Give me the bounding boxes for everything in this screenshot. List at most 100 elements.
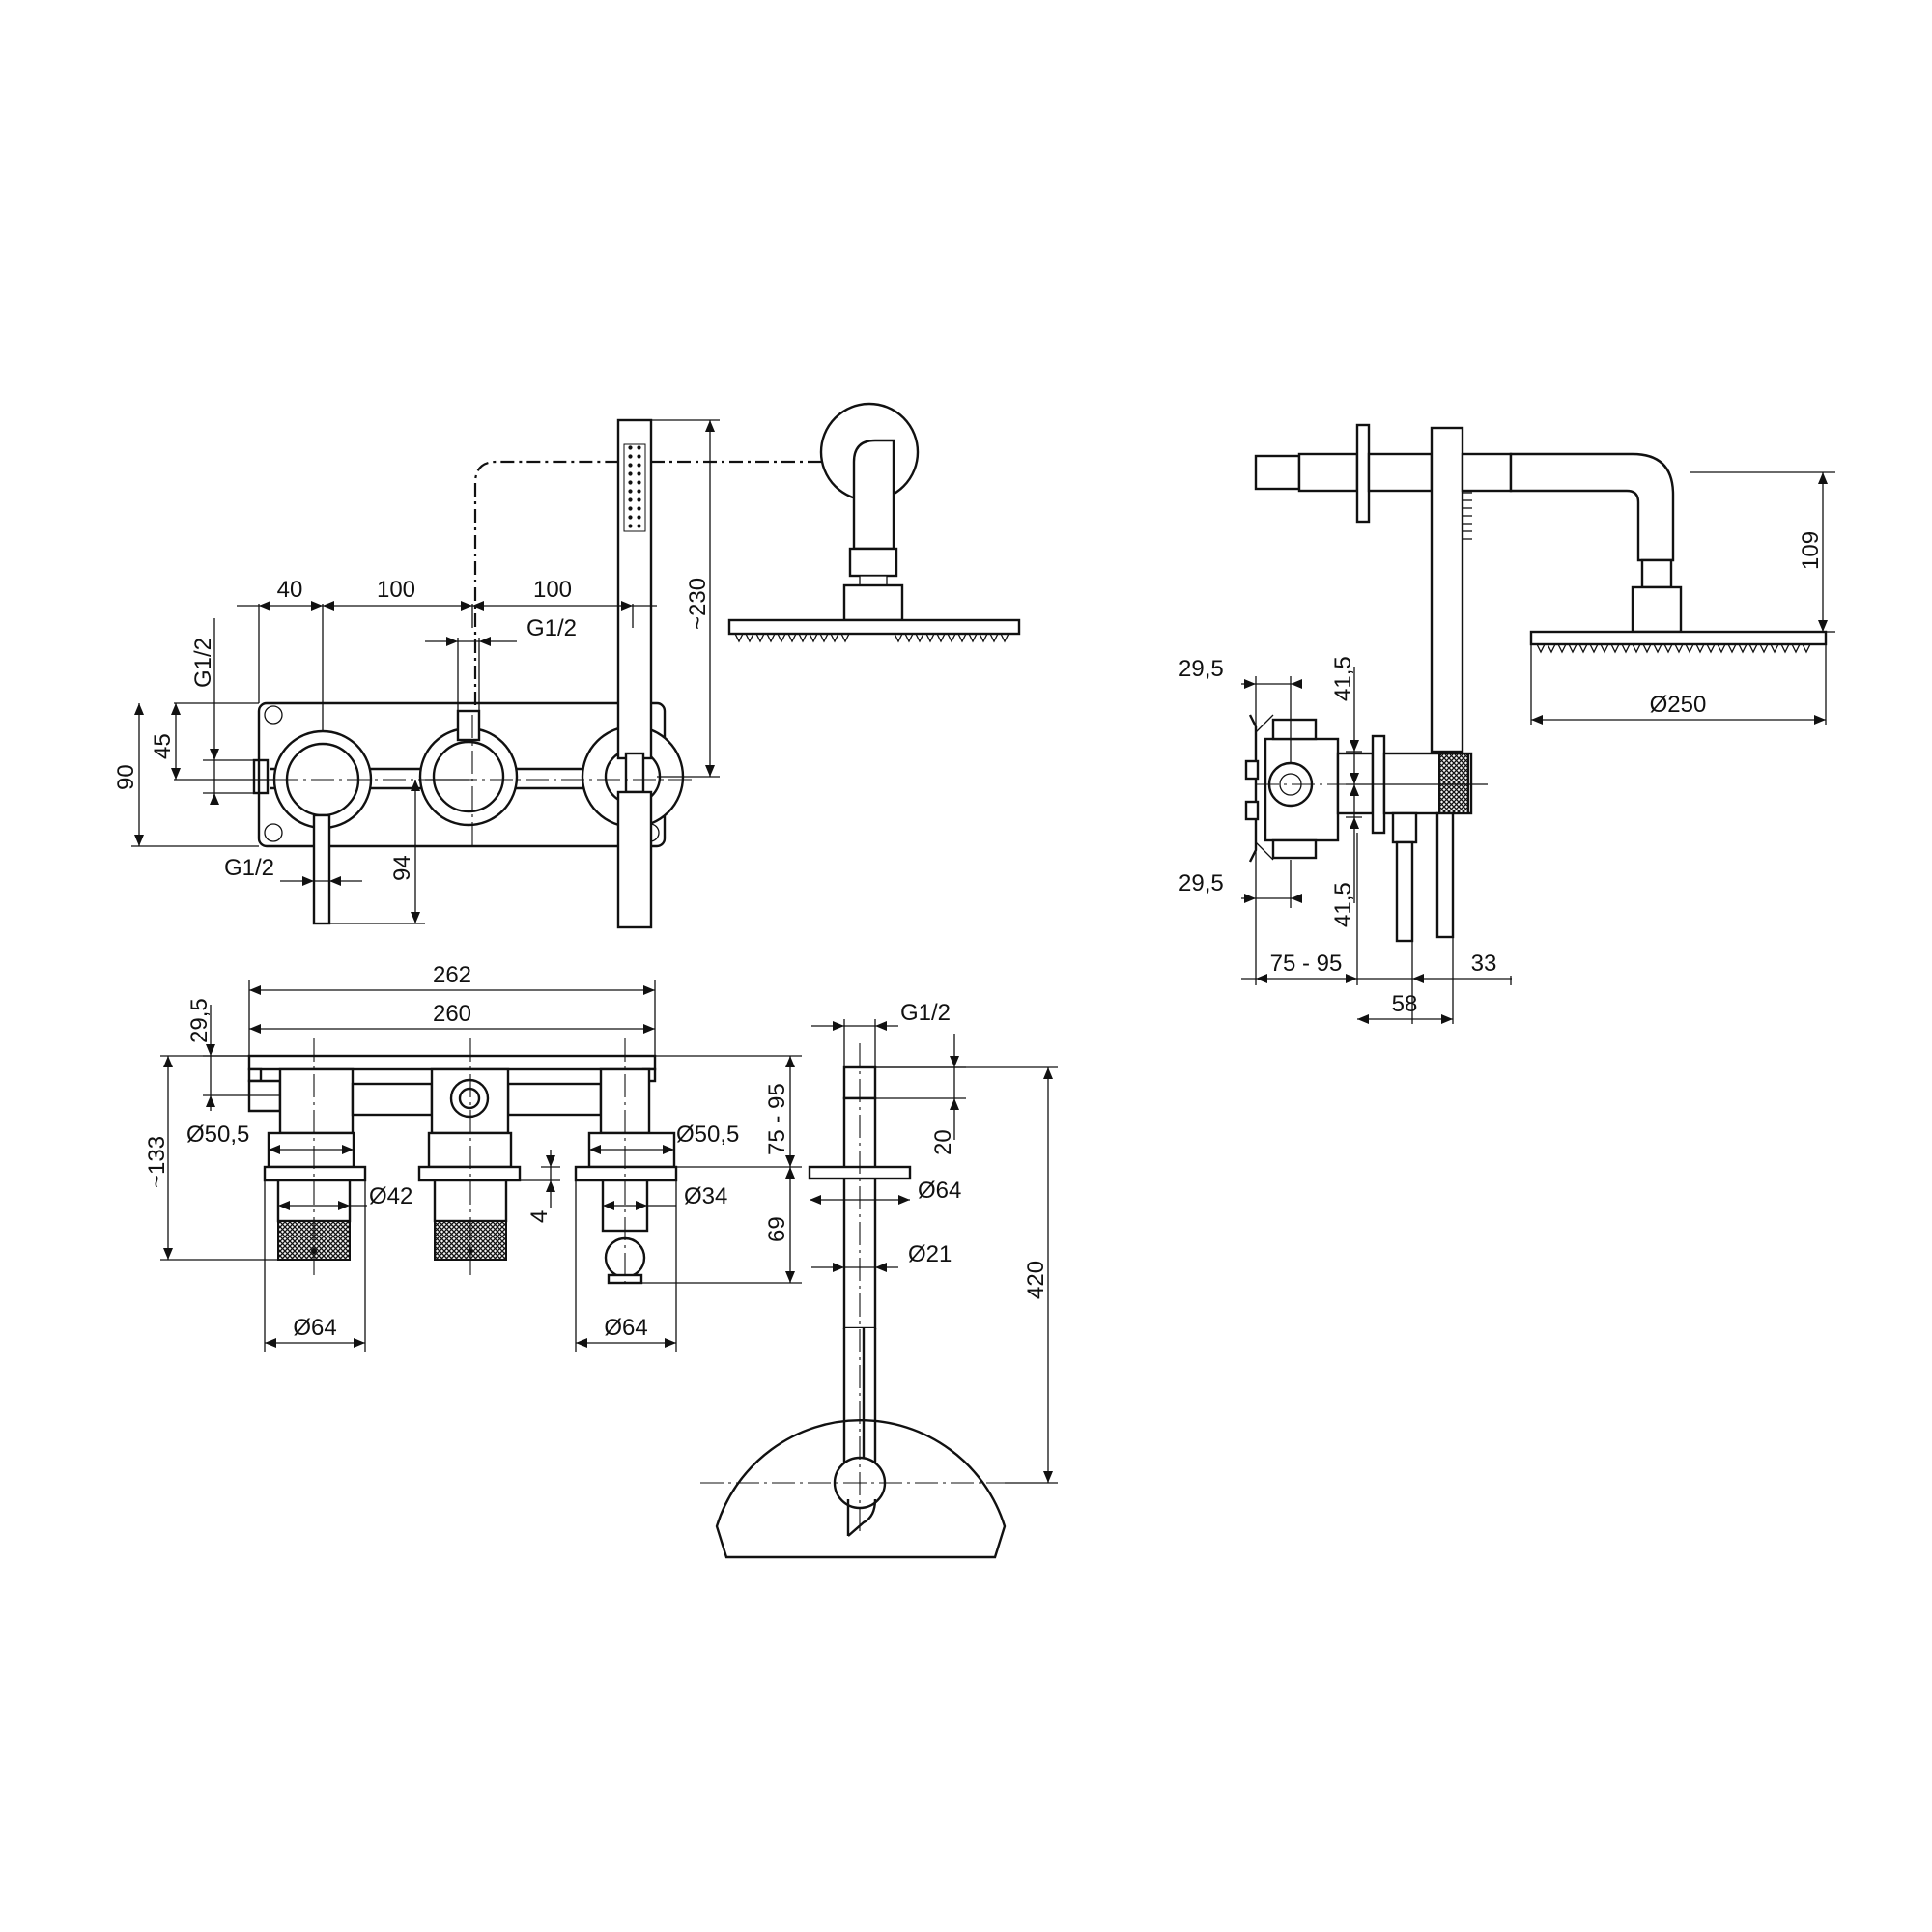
- nozzle-tooth: [1770, 643, 1779, 654]
- nozzle-tooth: [915, 633, 924, 643]
- nozzle-tooth: [1706, 643, 1716, 654]
- dim-69: 69: [764, 1216, 790, 1242]
- nozzle-tooth: [1600, 643, 1609, 654]
- thread-bottom: G1/2: [224, 855, 274, 881]
- nozzle-tooth: [1717, 643, 1726, 654]
- dim-250: Ø250: [1650, 692, 1707, 718]
- side-view: [1244, 423, 1828, 943]
- thread-top-left: G1/2: [190, 638, 216, 688]
- side-mounting-bracket: [1248, 714, 1258, 863]
- top-rosette-right: [574, 1165, 678, 1182]
- front-view-dimensions: 40 100 100 G1/2 G1/2 45 90: [113, 419, 720, 924]
- nozzle-tooth: [809, 633, 818, 643]
- nozzle-tooth: [1610, 643, 1620, 654]
- nozzle-tooth: [1674, 643, 1684, 654]
- front-view: [252, 402, 1021, 929]
- nozzle-tooth: [894, 633, 903, 643]
- side-wall-fixing: [1254, 454, 1301, 491]
- side-hand-shower[interactable]: [1430, 426, 1464, 753]
- nozzle-tooth: [819, 633, 829, 643]
- nozzle-tooth: [989, 633, 999, 643]
- dim-505-left: Ø50,5: [186, 1122, 249, 1148]
- nozzle-tooth: [734, 633, 744, 643]
- nozzle-tooth: [1780, 643, 1790, 654]
- side-head-shower: [1529, 630, 1828, 646]
- side-lever[interactable]: [1391, 811, 1418, 844]
- top-view-dimensions: 262 260 29,5 ~133 Ø50,5 Ø42: [144, 962, 802, 1352]
- nozzle-tooth: [904, 633, 914, 643]
- shower-arm-front: [852, 439, 895, 551]
- shower-arm-view: [715, 1065, 1007, 1559]
- dim-4: 4: [526, 1210, 553, 1223]
- nozzle-tooth: [840, 633, 850, 643]
- dim-260: 260: [433, 1001, 471, 1027]
- nozzle-tooth: [1727, 643, 1737, 654]
- dim-64-arm: Ø64: [918, 1178, 961, 1204]
- dim-64-right: Ø64: [604, 1315, 647, 1341]
- wall-disc: [715, 1419, 1007, 1559]
- top-rosette-left: [263, 1165, 367, 1182]
- diverter-body: [432, 740, 505, 813]
- dim-295-top: 29,5: [186, 998, 213, 1043]
- nozzle-tooth: [1621, 643, 1631, 654]
- nozzle-tooth: [1568, 643, 1577, 654]
- nozzle-tooth: [1642, 643, 1652, 654]
- mixer-lever-left[interactable]: [312, 813, 331, 925]
- plate-screw-hole-bottom-left: [264, 823, 283, 842]
- nozzle-tooth: [1685, 643, 1694, 654]
- dim-7595-top: 75 - 95: [764, 1083, 790, 1155]
- dim-109: 109: [1798, 531, 1824, 570]
- nozzle-tooth: [1759, 643, 1769, 654]
- dim-64-left: Ø64: [293, 1315, 336, 1341]
- plate-screw-hole-top-left: [264, 705, 283, 724]
- dim-42: Ø42: [369, 1183, 412, 1209]
- dim-415-top: 41,5: [1330, 656, 1356, 701]
- side-head-shower-nozzles: [1536, 643, 1811, 654]
- nozzle-tooth: [766, 633, 776, 643]
- nozzle-tooth: [798, 633, 808, 643]
- dim-21: Ø21: [908, 1241, 952, 1267]
- nozzle-tooth: [1578, 643, 1588, 654]
- dim-90: 90: [113, 764, 139, 790]
- nozzle-tooth: [1663, 643, 1673, 654]
- nozzle-tooth: [1748, 643, 1758, 654]
- nozzle-tooth: [1802, 643, 1811, 654]
- top-plate: [247, 1054, 657, 1071]
- dim-420: 420: [1023, 1261, 1049, 1299]
- nozzle-tooth: [745, 633, 754, 643]
- dim-34: Ø34: [684, 1183, 727, 1209]
- dim-133: ~133: [144, 1136, 170, 1188]
- dim-94: 94: [389, 855, 415, 881]
- diverter-handle[interactable]: [456, 709, 481, 742]
- nozzle-tooth: [787, 633, 797, 643]
- nozzle-tooth: [925, 633, 935, 643]
- nozzle-tooth: [1547, 643, 1556, 654]
- nozzle-tooth: [1589, 643, 1599, 654]
- top-view: [247, 1054, 678, 1285]
- dim-100-left: 100: [377, 577, 415, 603]
- nozzle-tooth: [1000, 633, 1009, 643]
- hand-shower-spray-face: [623, 443, 646, 532]
- dim-7595-side: 75 - 95: [1270, 951, 1343, 977]
- dim-230: ~230: [685, 578, 711, 630]
- hose-route: [473, 460, 618, 705]
- dim-295-bottom: 29,5: [1179, 870, 1224, 896]
- nozzle-tooth: [1632, 643, 1641, 654]
- inlet-stub: [252, 758, 270, 795]
- dim-33: 33: [1471, 951, 1497, 977]
- arm-thread-label: G1/2: [900, 1000, 951, 1026]
- head-shower-front: [727, 618, 1021, 636]
- nozzle-tooth: [1738, 643, 1747, 654]
- shower-arm-view-dimensions: G1/2 20 Ø64 Ø21 420: [700, 1000, 1058, 1536]
- side-knurl-ring: [1438, 753, 1469, 814]
- nozzle-tooth: [830, 633, 839, 643]
- dim-415-bottom: 41,5: [1330, 882, 1356, 927]
- nozzle-tooth: [936, 633, 946, 643]
- dim-295-top: 29,5: [1179, 656, 1224, 682]
- dim-20: 20: [930, 1129, 956, 1155]
- side-view-dimensions: 109 Ø250 29,5 41,5 41,5 29,5: [1179, 471, 1835, 1024]
- nozzle-tooth: [1695, 643, 1705, 654]
- head-shower-nozzles: [734, 633, 1009, 643]
- dim-262: 262: [433, 962, 471, 988]
